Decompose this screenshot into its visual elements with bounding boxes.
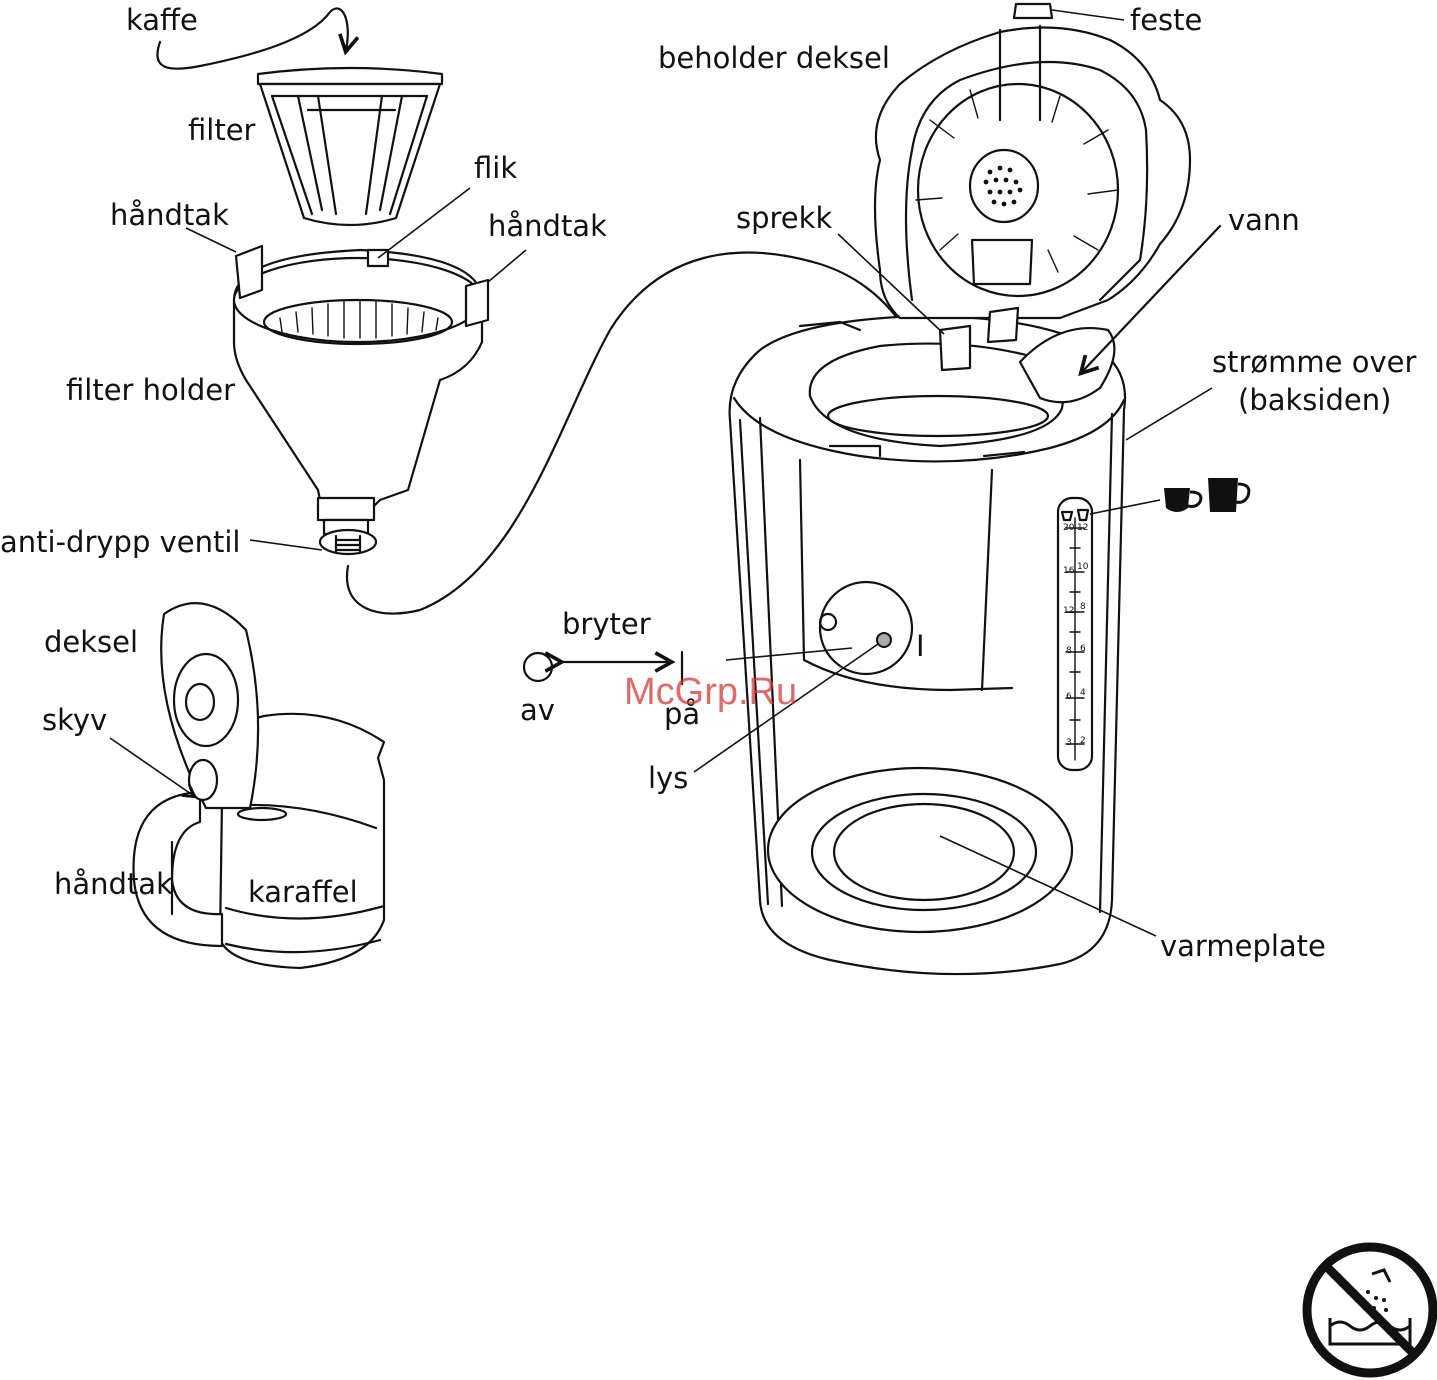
label-av: av	[520, 693, 555, 727]
label-stromme-over: strømme over	[1212, 345, 1416, 379]
label-deksel: deksel	[44, 625, 138, 659]
label-kaffe: kaffe	[126, 3, 198, 37]
label-karaffel: karaffel	[248, 875, 358, 909]
label-flik: flik	[474, 151, 517, 185]
label-baksiden: (baksiden)	[1238, 383, 1391, 417]
svg-text:16: 16	[1063, 566, 1075, 576]
svg-text:10: 10	[1077, 562, 1089, 572]
label-vann: vann	[1228, 203, 1300, 237]
filter-holder	[234, 246, 488, 554]
carafe	[134, 603, 384, 968]
large-cup-icon	[1208, 478, 1249, 512]
label-lys: lys	[648, 761, 688, 795]
svg-text:20: 20	[1063, 523, 1075, 533]
label-bryter: bryter	[562, 607, 651, 641]
small-cup-icon	[1164, 488, 1201, 512]
label-handtak-carafe: håndtak	[54, 867, 173, 901]
label-switch-on-mark: I	[916, 629, 925, 663]
label-feste: feste	[1130, 3, 1202, 37]
reservoir-lid	[875, 4, 1190, 370]
svg-text:12: 12	[1077, 523, 1088, 533]
svg-text:8: 8	[1066, 646, 1072, 656]
label-anti-drypp-ventil: anti-drypp ventil	[0, 525, 240, 559]
label-handtak-left: håndtak	[110, 198, 229, 232]
label-beholder-deksel: beholder deksel	[658, 41, 890, 75]
svg-text:4: 4	[1080, 688, 1086, 698]
svg-text:8: 8	[1080, 602, 1086, 612]
filter-basket	[258, 68, 442, 225]
label-varmeplate: varmeplate	[1160, 929, 1326, 963]
svg-text:3: 3	[1066, 738, 1072, 748]
svg-text:6: 6	[1066, 692, 1072, 702]
label-sprekk: sprekk	[736, 201, 832, 235]
label-filter-holder: filter holder	[66, 373, 235, 407]
label-skyv: skyv	[42, 703, 107, 737]
watermark: McGrp.Ru	[624, 671, 797, 713]
label-filter: filter	[188, 113, 256, 147]
svg-text:12: 12	[1063, 606, 1074, 616]
svg-text:6: 6	[1080, 644, 1086, 654]
no-water-immersion-icon	[1307, 1247, 1433, 1373]
svg-text:2: 2	[1080, 736, 1086, 746]
label-handtak-right: håndtak	[488, 209, 607, 243]
